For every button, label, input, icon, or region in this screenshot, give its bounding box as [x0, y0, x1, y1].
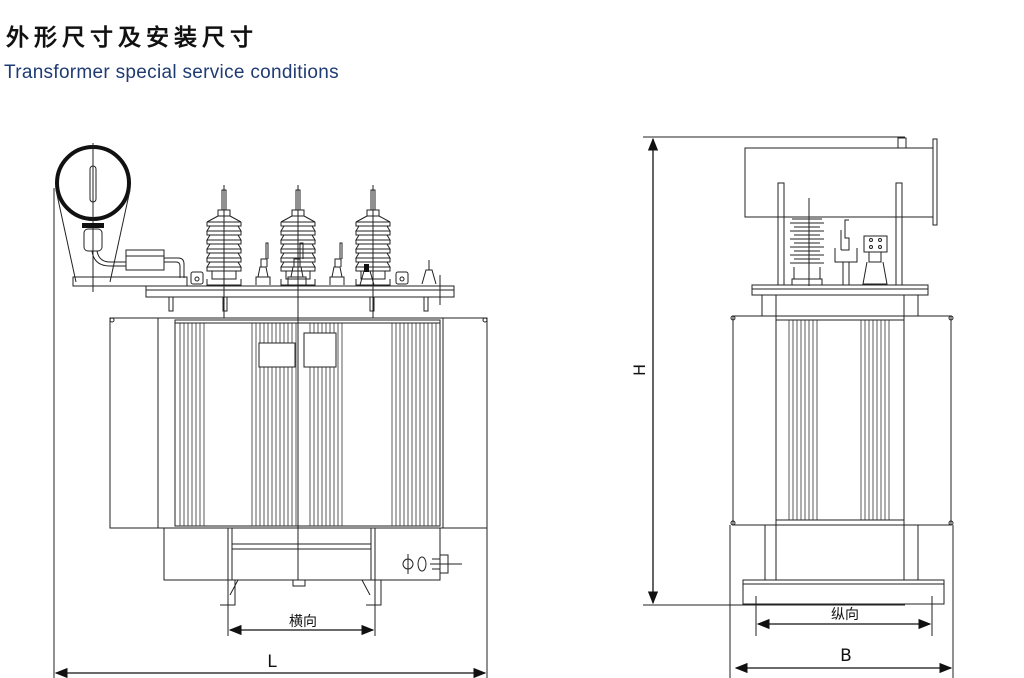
bushing: [355, 185, 391, 318]
tank-side: [730, 284, 954, 526]
base-side: [742, 524, 945, 605]
height-label: H: [630, 364, 649, 376]
lv-bushings: [255, 242, 375, 286]
tank-front: [109, 317, 488, 529]
bushing: [206, 185, 242, 318]
conservator-side: [744, 137, 938, 286]
dimension-width: B: [729, 525, 954, 678]
dimension-length: L: [53, 188, 488, 678]
hv-bushings: [206, 185, 391, 580]
side-bushings: [790, 198, 888, 286]
nameplate: [303, 332, 337, 368]
longitudinal-label: 纵向: [831, 607, 859, 623]
base-front: [163, 527, 462, 606]
gas-relay: [125, 249, 185, 278]
width-label: B: [840, 646, 852, 666]
front-view: 横向 L: [53, 143, 488, 678]
transverse-label: 横向: [289, 614, 317, 630]
nameplate: [258, 342, 296, 368]
bushing: [280, 185, 316, 580]
dimension-height: H: [630, 136, 905, 606]
side-view: H: [630, 136, 954, 678]
page-subtitle: Transformer special service conditions: [4, 62, 339, 83]
tank-cover: [145, 260, 455, 312]
radiator-fins: [788, 320, 890, 520]
dimension-transverse: 横向: [227, 580, 376, 636]
radiator-fins: [179, 323, 437, 526]
page-title: 外形尺寸及安装尺寸: [6, 25, 258, 51]
conservator-front: [55, 143, 188, 292]
length-label: L: [267, 652, 277, 672]
drain-valve-icon: [402, 554, 462, 574]
dimension-longitudinal: 纵向: [755, 596, 933, 636]
